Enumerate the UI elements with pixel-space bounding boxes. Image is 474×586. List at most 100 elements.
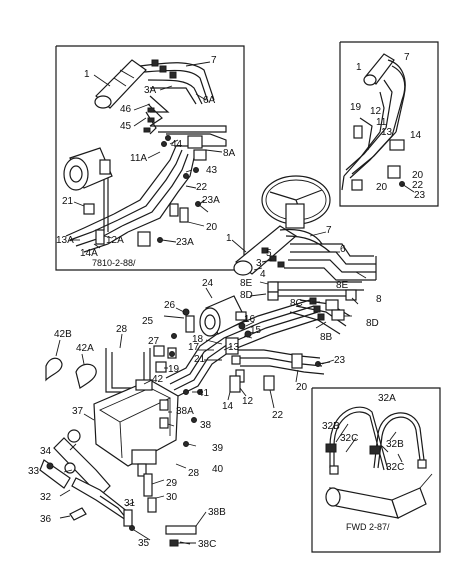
callout-ur-1: 1 — [356, 62, 362, 73]
steering-wheel — [261, 175, 331, 229]
callout-m-22: 22 — [272, 410, 284, 421]
callout-ur-11: 11 — [376, 117, 387, 128]
callout-l-40: 40 — [212, 464, 224, 475]
callout-ul-20: 20 — [206, 222, 218, 233]
caption-upper-left: 7810-2-88/ — [92, 258, 136, 268]
callout-ur-23: 23 — [414, 190, 426, 201]
callout-fwd-32b-right: 32B — [386, 439, 404, 450]
callout-m-8c: 8C — [290, 298, 303, 309]
callout-fwd-32a: 32A — [378, 393, 396, 404]
callout-l-39: 39 — [212, 443, 224, 454]
callout-ur-22: 22 — [412, 180, 424, 191]
callout-l-29: 29 — [166, 478, 178, 489]
callout-m-8b: 8B — [320, 332, 333, 343]
callout-l-28-bottom: 28 — [188, 468, 200, 479]
callout-ul-12a: 12A — [106, 235, 124, 246]
callout-l-33: 33 — [28, 466, 40, 477]
hydraulic-housing — [93, 379, 179, 477]
callout-ul-11a: 11A — [130, 153, 147, 164]
callout-l-41: 41 — [198, 388, 210, 399]
callout-m-25: 25 — [142, 316, 154, 327]
callout-fwd-32b: 32B — [322, 421, 340, 432]
callout-l-31: 31 — [124, 498, 136, 509]
middle-assembly: 1 7 6 5 3 4 8E 8D 8E 8C 8 8D 8B 24 26 25… — [142, 175, 382, 421]
callout-m-8d-left: 8D — [240, 290, 253, 301]
caption-lower-right: FWD 2-87/ — [346, 522, 390, 532]
callout-ur-20a: 20 — [412, 170, 424, 181]
callout-l-42a: 42A — [76, 343, 94, 354]
callout-m-21: 21 — [194, 354, 206, 365]
lower-left-assembly: 42B 42A 28 27 19 42 41 37 38A 38 39 34 3… — [28, 324, 226, 550]
clamp-42a — [75, 363, 97, 389]
callout-l-37: 37 — [72, 406, 84, 417]
callout-m-8d-right: 8D — [366, 318, 379, 329]
leader-lines-middle — [175, 231, 367, 409]
upper-right-inset: 1 7 19 12 11 13 14 20 20 22 23 — [339, 41, 439, 207]
callout-m-18: 18 — [192, 334, 204, 345]
callout-m-20: 20 — [296, 382, 308, 393]
callout-ul-23a-top: 23A — [202, 195, 220, 206]
fittings-middle — [261, 247, 357, 321]
callout-l-27: 27 — [148, 336, 160, 347]
callout-m-16: 16 — [244, 314, 256, 325]
callout-m-12: 12 — [242, 396, 254, 407]
callout-l-28-top: 28 — [116, 324, 128, 335]
callout-m-24: 24 — [202, 278, 214, 289]
callout-ul-8a: 8A — [223, 148, 236, 159]
callout-l-19: 19 — [168, 364, 180, 375]
callout-m-14: 14 — [222, 401, 234, 412]
upper-left-inset: 1 7 3A 6A 46 45 44 8A 11A 43 21 22 23A 2… — [55, 45, 245, 271]
callout-ul-13a: 13A — [56, 235, 74, 246]
callout-l-38b: 38B — [208, 507, 226, 518]
callout-m-13: 13 — [228, 342, 240, 353]
callout-ur-14: 14 — [410, 130, 422, 141]
callout-ul-7: 7 — [211, 55, 217, 66]
callout-m-7: 7 — [326, 225, 332, 236]
callout-fwd-32c-right: 32C — [386, 462, 404, 473]
pump-assembly-upper — [63, 147, 113, 191]
callout-ur-13: 13 — [381, 127, 393, 138]
callout-ul-6a: 6A — [203, 95, 216, 106]
callout-ul-44: 44 — [171, 139, 183, 150]
callout-m-8e-right: 8E — [336, 280, 349, 291]
pump-assembly-middle — [199, 295, 247, 337]
callout-ul-14a: 14A — [80, 248, 98, 259]
callout-m-5: 5 — [266, 248, 272, 259]
callout-ur-20b: 20 — [376, 182, 388, 193]
callout-m-4: 4 — [260, 269, 266, 280]
callout-l-30: 30 — [166, 492, 178, 503]
callout-l-34: 34 — [40, 446, 52, 457]
lower-right-inset-border — [311, 387, 441, 553]
callout-ul-45: 45 — [120, 121, 132, 132]
callout-l-35: 35 — [138, 538, 150, 549]
clamp-42b — [45, 357, 63, 382]
callout-m-15: 15 — [250, 325, 262, 336]
fwd-cylinder — [325, 473, 433, 519]
callout-l-36: 36 — [40, 514, 52, 525]
callout-m-6: 6 — [340, 244, 346, 255]
callout-m-26: 26 — [164, 300, 176, 311]
callout-ul-3a: 3A — [144, 85, 157, 96]
callout-m-3: 3 — [256, 258, 262, 269]
callout-ul-22: 22 — [196, 182, 208, 193]
callout-ur-7: 7 — [404, 52, 410, 63]
callout-m-17: 17 — [188, 342, 200, 353]
callout-l-42b: 42B — [54, 329, 72, 340]
leader-lines-lower-left — [55, 333, 207, 545]
control-valve — [94, 59, 147, 109]
callout-m-8: 8 — [376, 294, 382, 305]
callout-ul-23a-bottom: 23A — [176, 237, 194, 248]
callout-ul-1: 1 — [84, 69, 90, 80]
callout-m-8e-left: 8E — [240, 278, 253, 289]
callout-l-38a: 38A — [176, 406, 194, 417]
lower-right-inset: 32A 32B 32C 32B 32C FWD 2-87/ — [311, 387, 441, 553]
callout-ur-12: 12 — [370, 106, 382, 117]
callout-fwd-32c-left: 32C — [340, 433, 358, 444]
callout-l-42: 42 — [152, 374, 164, 385]
fittings-upper — [143, 59, 207, 179]
linkage-arm — [64, 462, 135, 531]
callout-m-1: 1 — [226, 233, 232, 244]
callout-ul-43: 43 — [206, 165, 218, 176]
callout-ur-19: 19 — [350, 102, 362, 113]
